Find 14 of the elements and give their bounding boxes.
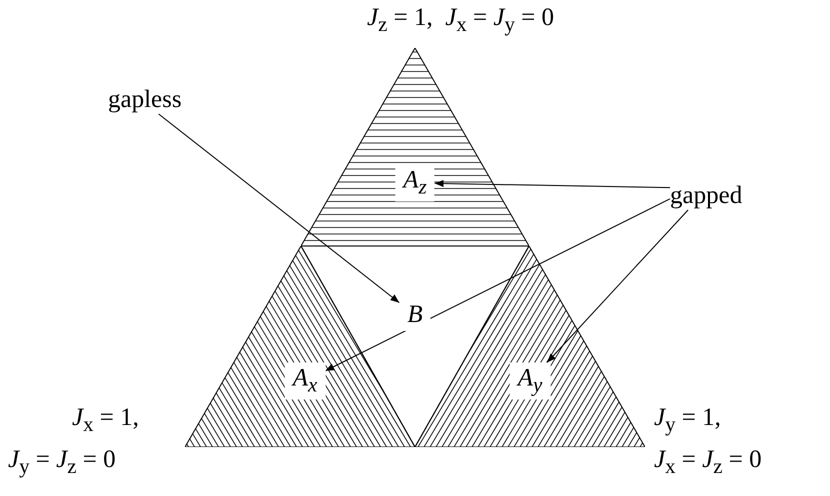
region-label: B <box>399 299 431 331</box>
region-label: A$_{x}$ <box>284 362 326 400</box>
leader-arrow <box>546 210 689 363</box>
coupling-label: J$_{z}$ = 1, J$_{x}$ = J$_{y}$ = 0 <box>367 4 554 37</box>
coupling-label: J$_{x}$ = J$_{z}$ = 0 <box>654 446 762 479</box>
coupling-label: J$_{y}$ = 1, <box>654 404 721 437</box>
leader-arrow <box>158 114 400 304</box>
region-label: A$_{y}$ <box>510 362 550 400</box>
leader-arrow <box>434 180 670 188</box>
coupling-label: J$_{x}$ = 1, <box>72 404 139 437</box>
coupling-label: J$_{y}$ = J$_{z}$ = 0 <box>8 446 116 479</box>
annotation-text: gapless <box>108 86 182 114</box>
leader-arrow <box>324 198 670 372</box>
annotation-text: gapped <box>670 182 742 210</box>
